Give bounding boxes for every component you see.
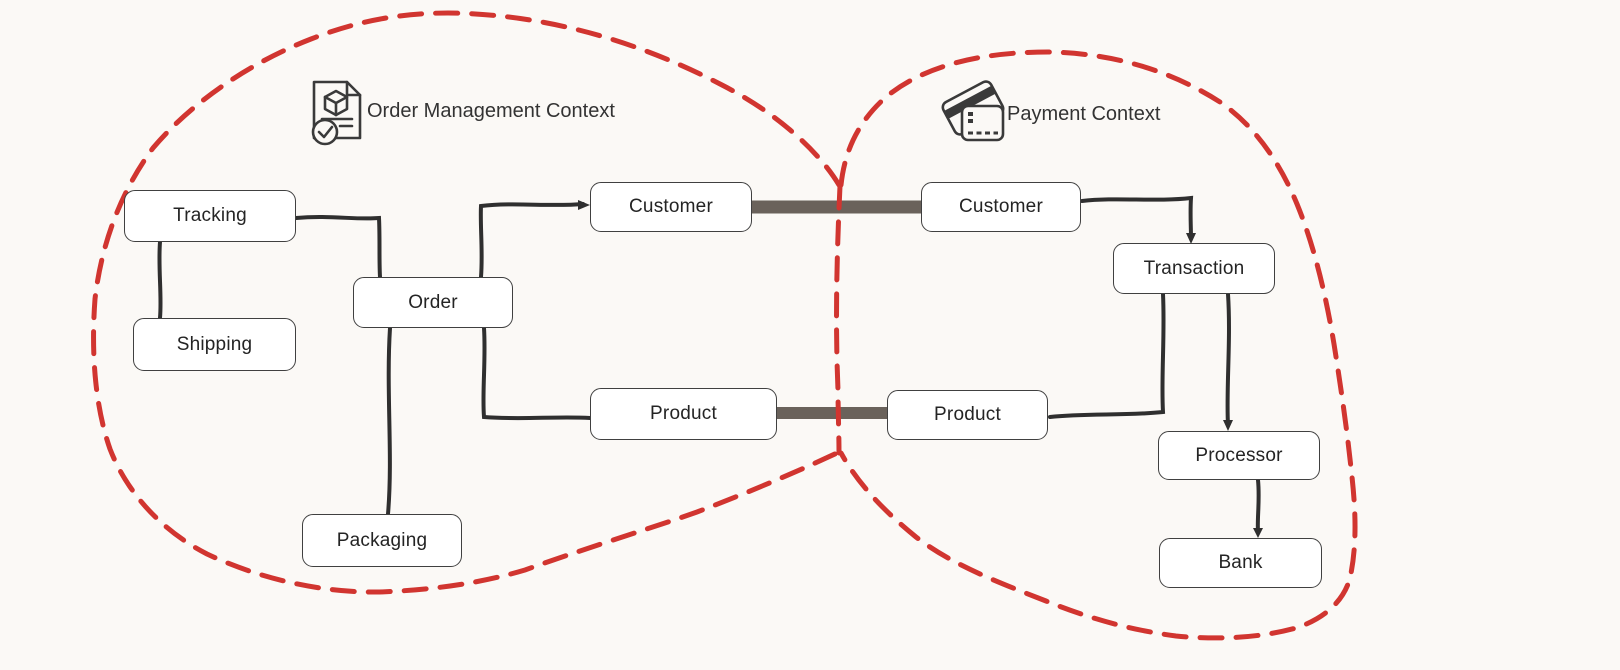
node-product-order-context[interactable]: Product bbox=[590, 388, 777, 440]
arrowhead-into-customer bbox=[578, 200, 590, 210]
package-document-icon[interactable] bbox=[311, 80, 362, 146]
credit-card-icon[interactable] bbox=[941, 79, 1006, 142]
node-order[interactable]: Order bbox=[353, 277, 513, 328]
edge-tracking-order[interactable] bbox=[294, 215, 382, 279]
node-bank[interactable]: Bank bbox=[1159, 538, 1322, 588]
edge-order-product[interactable] bbox=[481, 326, 592, 421]
arrowhead-into-processor bbox=[1223, 420, 1233, 431]
arrowhead-into-transaction bbox=[1186, 233, 1196, 244]
edge-order-customer[interactable] bbox=[478, 202, 585, 279]
order-management-boundary[interactable] bbox=[91, 10, 842, 595]
edge-processor-bank[interactable] bbox=[1255, 478, 1261, 534]
edge-transaction-product[interactable] bbox=[1048, 292, 1166, 419]
payment-boundary[interactable] bbox=[838, 49, 1358, 641]
edge-customer-transaction[interactable] bbox=[1080, 195, 1194, 240]
node-customer-payment-context[interactable]: Customer bbox=[921, 182, 1081, 232]
node-customer-order-context[interactable]: Customer bbox=[590, 182, 752, 232]
node-transaction[interactable]: Transaction bbox=[1113, 243, 1275, 294]
node-packaging[interactable]: Packaging bbox=[302, 514, 462, 567]
arrowhead-into-bank bbox=[1253, 528, 1263, 538]
edge-transaction-processor[interactable] bbox=[1225, 292, 1231, 427]
node-product-payment-context[interactable]: Product bbox=[887, 390, 1048, 440]
payment-context-title[interactable]: Payment Context bbox=[1007, 103, 1161, 125]
node-tracking[interactable]: Tracking bbox=[124, 190, 296, 242]
node-shipping[interactable]: Shipping bbox=[133, 318, 296, 371]
edge-order-packaging[interactable] bbox=[386, 326, 392, 516]
shared-boundary-segment[interactable] bbox=[834, 183, 843, 456]
node-processor[interactable]: Processor bbox=[1158, 431, 1320, 480]
edge-tracking-shipping[interactable] bbox=[157, 240, 163, 320]
order-management-context-title[interactable]: Order Management Context bbox=[367, 100, 615, 122]
